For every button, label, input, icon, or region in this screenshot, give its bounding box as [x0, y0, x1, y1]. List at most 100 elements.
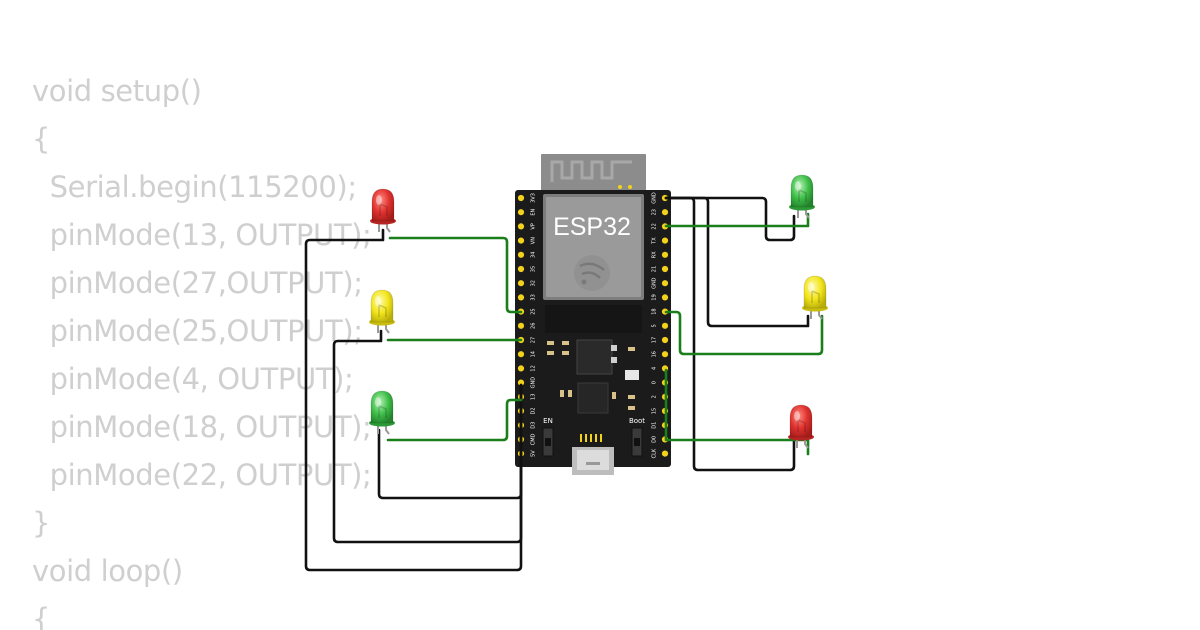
led-yellow-right[interactable] [802, 275, 828, 320]
antenna-trace-icon [550, 160, 632, 182]
pin-label: 27 [531, 337, 537, 343]
pin-label: 35 [531, 266, 537, 272]
pin-label: 16 [652, 351, 658, 357]
header-pin[interactable] [661, 237, 669, 244]
code-line: void setup() [32, 74, 202, 108]
wire-pin13-red-left[interactable] [388, 236, 523, 314]
code-line: pinMode(4, OUTPUT); [32, 362, 354, 396]
pin-label: D2 [531, 407, 537, 414]
header-pin[interactable] [661, 265, 669, 273]
led-green-left[interactable] [369, 390, 395, 435]
header-pin[interactable] [517, 237, 525, 244]
wire-gnd-red-left[interactable] [304, 228, 523, 572]
led-green-right[interactable] [789, 174, 815, 219]
header-pin[interactable] [517, 379, 525, 386]
header-pin[interactable] [517, 251, 525, 258]
pin-label: D0 [652, 436, 658, 443]
pin-label: 13 [531, 394, 537, 400]
code-line: pinMode(22, OUTPUT); [32, 458, 372, 492]
esp32-board[interactable]: ESP32 [515, 154, 671, 475]
en-button-label: EN [543, 417, 553, 425]
code-line: Serial.begin(115200); [32, 170, 357, 204]
pin-label: 5 [652, 324, 658, 327]
code-line: pinMode(25,OUTPUT); [32, 314, 363, 348]
chip-label: ESP32 [553, 213, 631, 241]
pin-label: GND [652, 277, 658, 289]
pin-label: GND [652, 192, 658, 204]
wire-pin4-red-right[interactable] [664, 368, 810, 456]
code-line: pinMode(18, OUTPUT); [32, 410, 372, 444]
pin-label: 0 [652, 381, 658, 384]
pin-label: 32 [531, 280, 537, 286]
header-pin[interactable] [661, 209, 669, 216]
header-pin[interactable] [517, 209, 525, 216]
led-red-right[interactable] [788, 404, 814, 449]
header-pin[interactable] [517, 351, 525, 358]
pin-label: VN [531, 237, 537, 244]
header-pin[interactable] [517, 194, 525, 202]
header-pin[interactable] [517, 322, 525, 329]
wires [304, 196, 824, 572]
wire-gnd-yellow-right[interactable] [664, 196, 810, 328]
header-pin[interactable] [517, 223, 525, 230]
pin-label: TX [652, 237, 658, 245]
code-line: { [32, 122, 51, 156]
pin-label: 4 [652, 367, 658, 370]
pin-label: EN [531, 208, 537, 215]
pin-label: 19 [652, 294, 658, 300]
header-pin[interactable] [661, 251, 669, 258]
pin-label: CMD [531, 433, 537, 445]
code-editor: void setup() { Serial.begin(115200); pinM… [32, 67, 372, 630]
header-pin[interactable] [661, 322, 669, 329]
pin-label: GND [531, 377, 537, 389]
code-line: void loop() [32, 554, 183, 588]
wire-pin27-green-left[interactable] [386, 398, 523, 442]
pin-label: CLK [652, 448, 658, 458]
leds [369, 174, 828, 449]
pin-label: 22 [652, 223, 658, 229]
pin-label: RX [652, 251, 658, 258]
espressif-logo-icon [574, 255, 610, 291]
wire-gnd-red-right[interactable] [664, 196, 796, 472]
wire-pin22-green-right[interactable] [664, 212, 810, 228]
header-pin[interactable] [517, 365, 525, 372]
code-line: { [32, 602, 51, 630]
pin-label: 33 [531, 294, 537, 300]
wire-gnd-green-left[interactable] [377, 383, 523, 500]
pin-label: 5V [531, 450, 537, 457]
header-pin[interactable] [661, 280, 669, 287]
pin-label: 21 [652, 266, 658, 272]
pin-label: 23 [652, 209, 658, 215]
pin-label: 15 [652, 408, 658, 414]
header-pin[interactable] [661, 336, 669, 344]
led-red-left[interactable] [370, 188, 396, 233]
header-pin[interactable] [661, 351, 669, 358]
wire-gnd-yellow-left[interactable] [332, 329, 523, 544]
pin-label: 2 [652, 395, 658, 398]
header-pin[interactable] [517, 280, 525, 287]
wire-pin18-yellow-right[interactable] [664, 310, 824, 356]
pin-label: D1 [652, 422, 658, 429]
pin-label: 12 [531, 365, 537, 371]
wire-gnd-green-right[interactable] [664, 196, 796, 242]
voltage-regulator [576, 339, 613, 375]
header-pin[interactable] [517, 294, 525, 301]
pin-label: 34 [531, 252, 537, 258]
header-pin[interactable] [661, 450, 669, 457]
code-line: pinMode(27,OUTPUT); [32, 266, 363, 300]
pin-label: 26 [531, 323, 537, 329]
pin-label: 25 [531, 308, 537, 314]
led-yellow-left[interactable] [369, 289, 395, 334]
pin-label: D3 [531, 422, 537, 429]
code-line: } [32, 506, 51, 540]
usb-uart-chip [577, 382, 609, 414]
pin-label: 3V3 [531, 193, 537, 203]
header-pin[interactable] [661, 294, 669, 301]
pin-label: 14 [531, 351, 537, 357]
pin-label: 17 [652, 337, 658, 343]
header-pin[interactable] [517, 265, 525, 273]
pin-label: VP [531, 223, 537, 229]
